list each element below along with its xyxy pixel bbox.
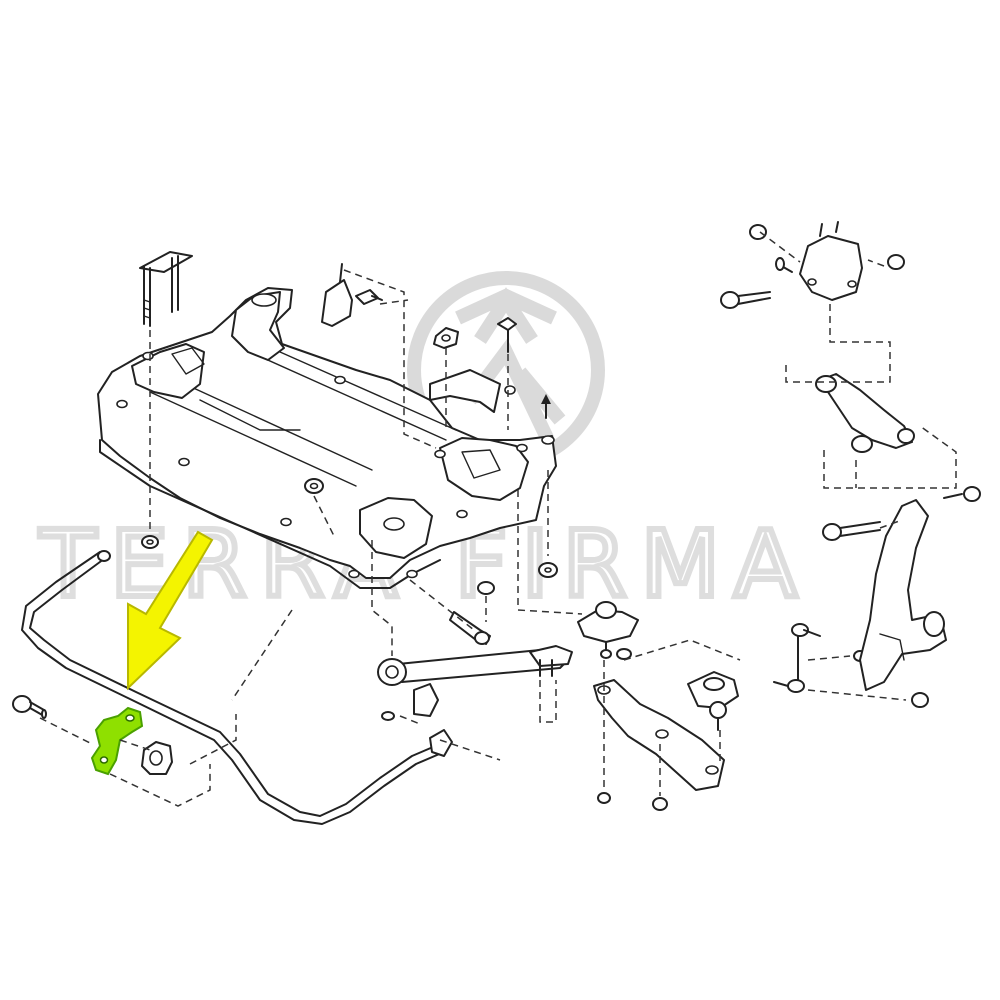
upper-link-bracket — [720, 221, 905, 309]
lower-ball-joint — [577, 601, 639, 660]
up-arrow-icon — [541, 394, 551, 419]
cover-plate — [429, 317, 517, 413]
stabilizer-clamp-bolt — [12, 695, 47, 719]
tension-rod — [377, 645, 573, 721]
stabilizer-connecting-rod — [773, 623, 929, 708]
reinforcement-bracket — [321, 263, 383, 327]
transverse-link — [593, 679, 725, 811]
ball-joint — [687, 671, 739, 731]
mount-studs — [139, 251, 193, 327]
highlight-pointer-arrow — [127, 530, 214, 691]
stabilizer-bushing — [141, 741, 173, 775]
stabilizer-bar — [21, 550, 453, 825]
steering-knuckle — [859, 486, 981, 691]
knuckle-bolt — [822, 521, 881, 541]
upper-link — [815, 373, 915, 453]
stabilizer-bushing-clamp[interactable] — [90, 706, 144, 776]
assembly-guide-lines — [39, 231, 957, 807]
